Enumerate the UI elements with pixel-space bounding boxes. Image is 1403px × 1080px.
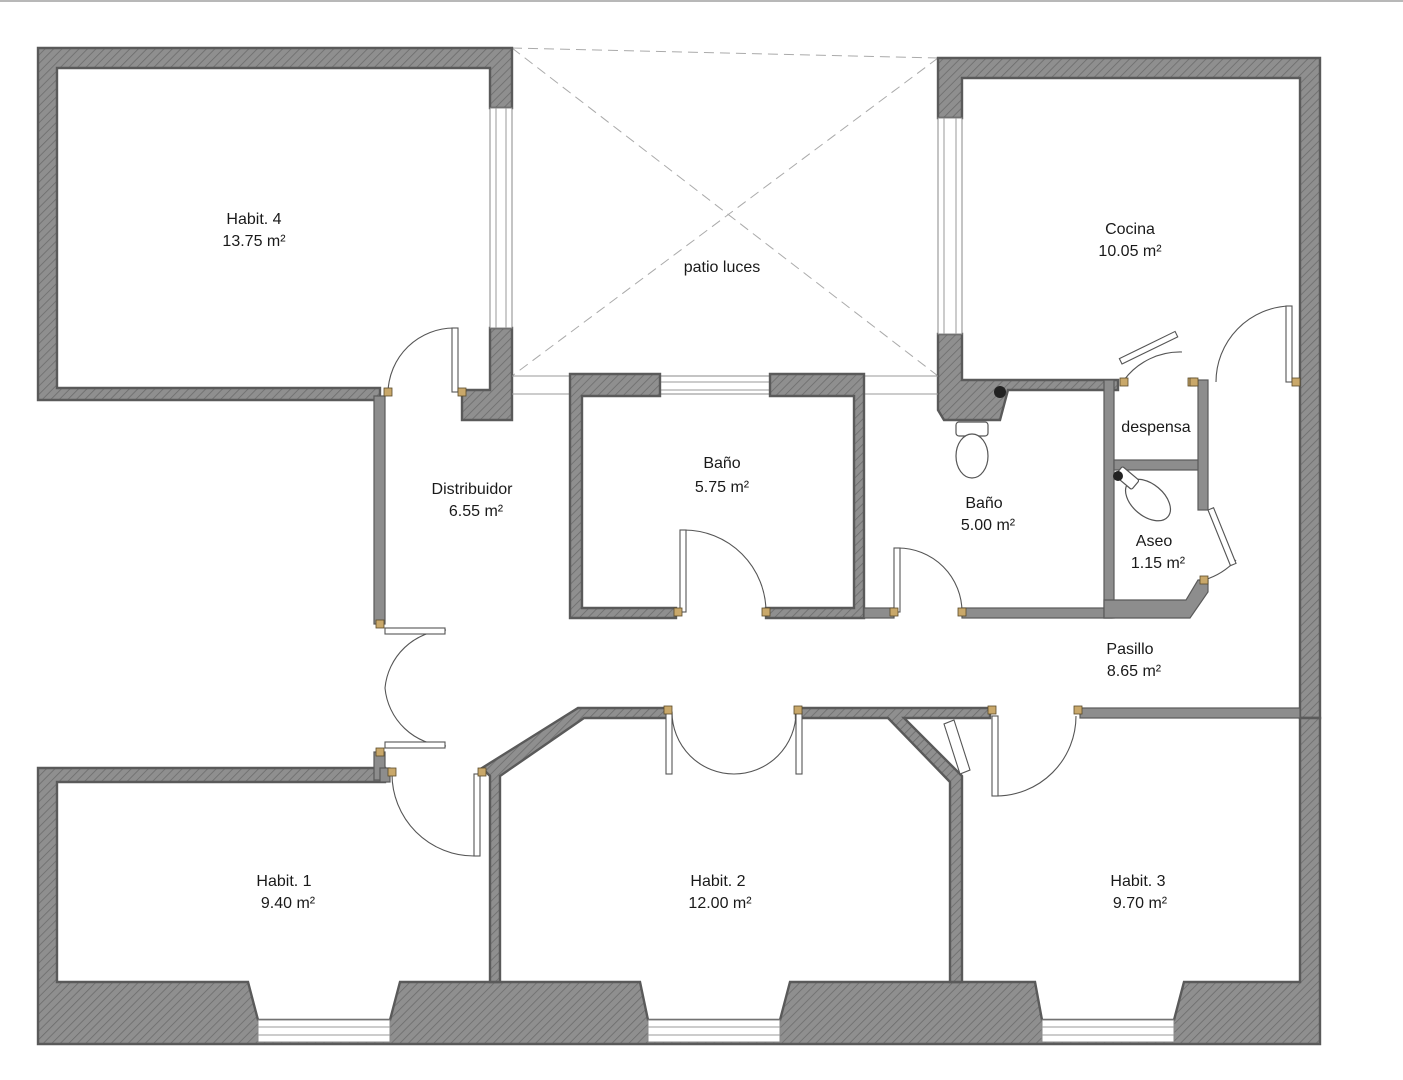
window-bano-patio — [659, 375, 771, 395]
window-habit4 — [489, 107, 513, 329]
label-cocina-area: 10.05 m² — [1098, 243, 1162, 260]
door-habit3[interactable] — [987, 705, 1083, 797]
wall-habit3-north — [1079, 707, 1301, 719]
door-despensa[interactable] — [1118, 330, 1197, 387]
door-habit4[interactable] — [383, 327, 467, 397]
toilet-aseo-icon — [1113, 466, 1172, 522]
closet-door[interactable] — [943, 719, 971, 775]
label-distribuidor-name: Distribuidor — [432, 481, 514, 498]
label-aseo-name: Aseo — [1136, 533, 1173, 550]
label-pasillo-name: Pasillo — [1106, 641, 1153, 658]
label-habit2-name: Habit. 2 — [690, 873, 745, 890]
window-habit2 — [647, 1019, 781, 1043]
room-labels: Habit. 4 13.75 m² patio luces Cocina 10.… — [222, 211, 1190, 912]
label-habit4-area: 13.75 m² — [222, 233, 286, 250]
door-cocina[interactable] — [1189, 305, 1301, 387]
label-despensa-name: despensa — [1121, 419, 1190, 436]
label-distribuidor-area: 6.55 m² — [449, 503, 504, 520]
label-cocina-name: Cocina — [1105, 221, 1155, 238]
label-bano1-area: 5.75 m² — [695, 479, 750, 496]
doors — [375, 305, 1301, 857]
label-habit4-name: Habit. 4 — [226, 211, 281, 228]
wall-habit4-patio-corner — [460, 326, 514, 422]
window-habit1 — [257, 1019, 391, 1043]
label-aseo-area: 1.15 m² — [1131, 555, 1186, 572]
wall-bano1 — [568, 372, 678, 620]
interior-walls — [373, 372, 1301, 984]
wall-distribuidor-west — [373, 395, 386, 625]
wall-habit2-north — [480, 706, 670, 984]
wall-habit4 — [36, 46, 514, 402]
wall-bano2 — [863, 607, 895, 619]
label-bano2-area: 5.00 m² — [961, 517, 1016, 534]
door-habit2-double[interactable] — [663, 705, 803, 775]
patio-luces — [511, 47, 939, 377]
label-habit3-area: 9.70 m² — [1113, 895, 1168, 912]
label-habit1-area: 9.40 m² — [261, 895, 316, 912]
label-bano2-name: Baño — [965, 495, 1002, 512]
label-bano1-name: Baño — [703, 455, 740, 472]
label-habit2-area: 12.00 m² — [688, 895, 752, 912]
door-bano1[interactable] — [673, 529, 771, 617]
label-habit1-name: Habit. 1 — [256, 873, 311, 890]
window-cocina — [937, 117, 963, 335]
door-habit1[interactable] — [387, 767, 487, 857]
toilet-bano2-icon — [955, 386, 1006, 479]
top-border — [0, 0, 1403, 2]
door-aseo[interactable] — [1199, 507, 1237, 585]
wall-cocina-corner — [936, 332, 1120, 422]
door-bano2[interactable] — [889, 547, 967, 617]
wall-habit2-east — [794, 706, 992, 984]
window-habit3 — [1041, 1019, 1175, 1043]
label-habit3-name: Habit. 3 — [1110, 873, 1165, 890]
wall-despensa — [1103, 379, 1115, 619]
fixtures — [955, 386, 1172, 522]
wall-aseo — [1103, 579, 1209, 619]
label-patio-name: patio luces — [684, 259, 761, 276]
door-distribuidor-double[interactable] — [375, 619, 447, 757]
windows — [257, 107, 1175, 1043]
label-pasillo-area: 8.65 m² — [1107, 663, 1162, 680]
